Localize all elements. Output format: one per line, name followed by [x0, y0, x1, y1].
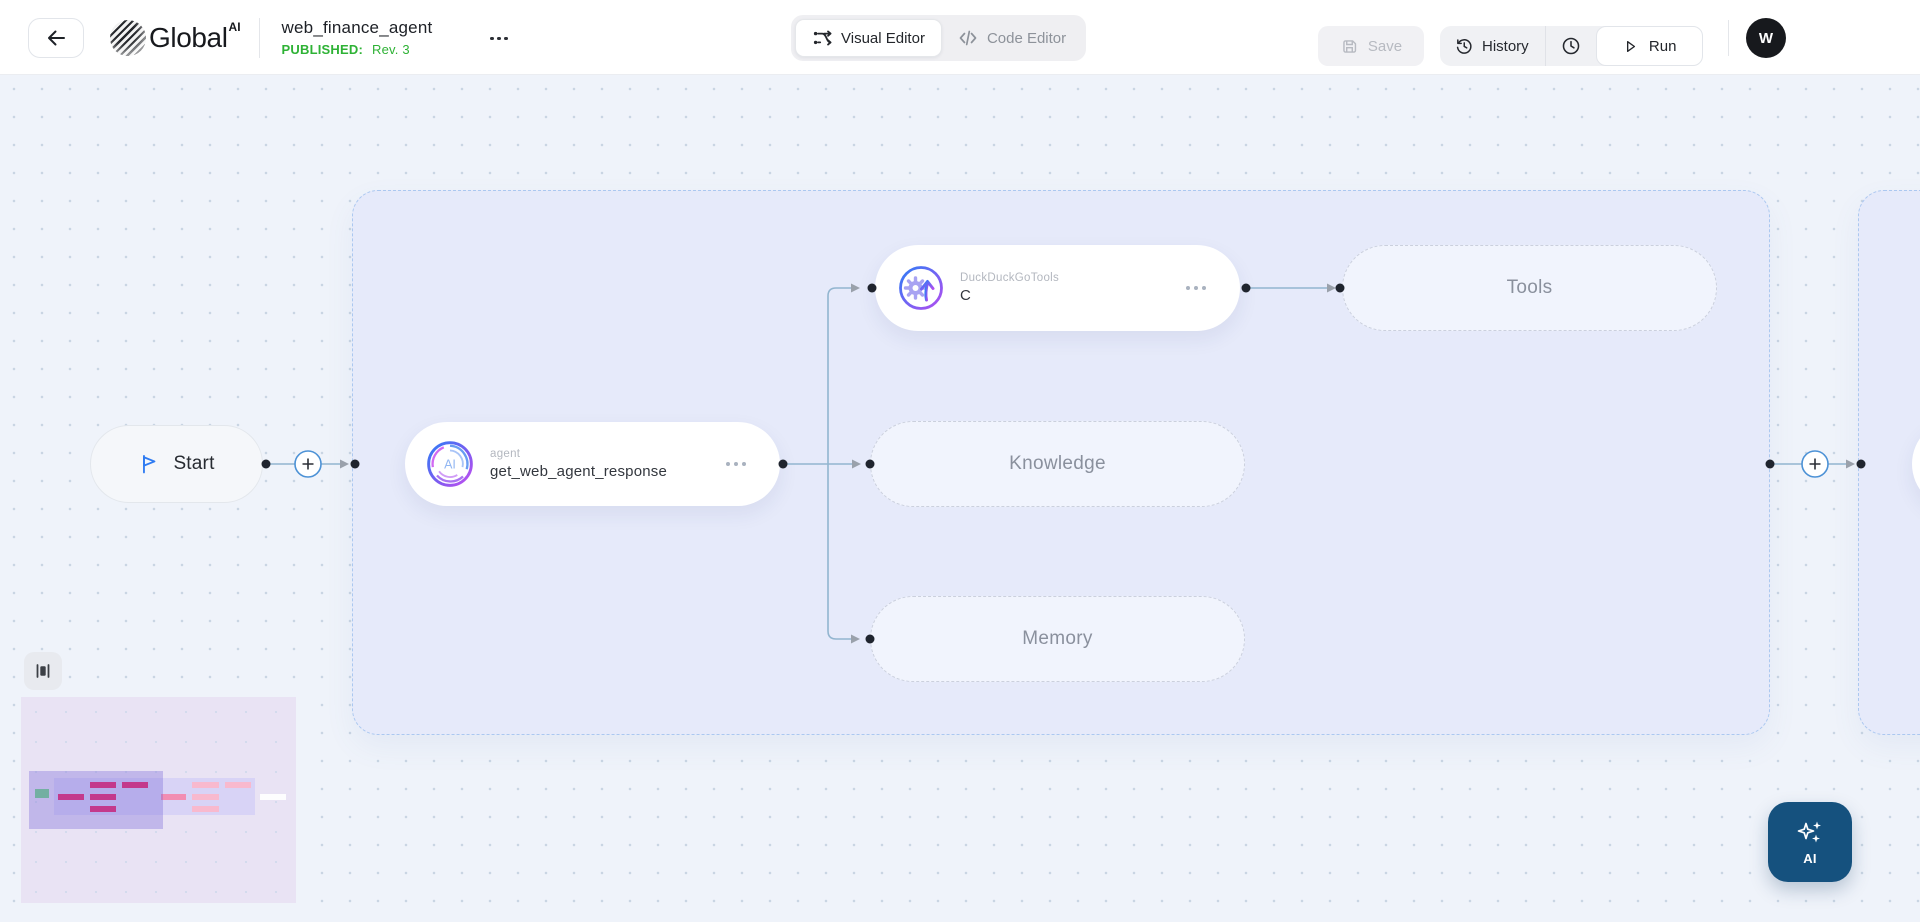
minimap-node [122, 782, 148, 788]
duck-node-menu-ellipsis-icon[interactable] [1186, 286, 1206, 290]
save-button[interactable]: Save [1318, 26, 1424, 66]
editor-tab-group: Visual Editor Code Editor [791, 15, 1087, 61]
history-button[interactable]: History [1440, 26, 1545, 66]
ai-assistant-label: AI [1803, 851, 1817, 866]
right-group-container[interactable] [1858, 190, 1920, 735]
back-button[interactable] [28, 17, 84, 58]
knowledge-label: Knowledge [1009, 453, 1106, 474]
workflow-title-block: web_finance_agent PUBLISHED: Rev. 3 [282, 18, 433, 57]
minimap-node [90, 794, 116, 800]
run-label: Run [1648, 37, 1677, 55]
logo-sphere-icon [110, 19, 146, 56]
node-agent[interactable]: AI agent get_web_agent_response [405, 422, 780, 506]
header-divider-right [1728, 20, 1729, 56]
agent-swirl-icon: AI [427, 441, 473, 487]
minimap-node [90, 782, 116, 788]
minimap[interactable] [21, 697, 296, 903]
minimap-node [192, 782, 219, 788]
clock-icon [1562, 37, 1579, 55]
status-label: PUBLISHED: [281, 42, 363, 57]
code-icon [959, 30, 977, 46]
node-memory-placeholder[interactable]: Memory [870, 596, 1245, 682]
schedule-button[interactable] [1546, 26, 1596, 66]
minimap-start-node [35, 789, 49, 798]
minimap-node [260, 794, 286, 800]
save-icon [1343, 39, 1357, 53]
ai-assistant-button[interactable]: AI [1768, 802, 1852, 882]
duck-node-type: DuckDuckGoTools [960, 272, 1060, 284]
history-label: History [1482, 37, 1529, 55]
node-start[interactable]: Start [90, 425, 263, 503]
agent-node-name: get_web_agent_response [490, 463, 668, 480]
svg-text:AI: AI [444, 458, 456, 472]
minimap-toggle-icon [36, 664, 50, 678]
minimap-group-rect [54, 778, 255, 815]
node-knowledge-placeholder[interactable]: Knowledge [870, 421, 1245, 507]
header-left: Global AI web_finance_agent PUBLISHED: Re… [28, 0, 508, 75]
action-group-divider [1544, 26, 1546, 66]
history-icon [1456, 39, 1472, 54]
agent-node-type: agent [490, 448, 521, 460]
brand-name: Global [149, 21, 228, 53]
tab-code-editor[interactable]: Code Editor [942, 19, 1082, 57]
duckduckgotools-icon [899, 266, 943, 310]
revision-label: Rev. 3 [372, 42, 410, 57]
save-label: Save [1367, 37, 1403, 55]
minimap-node [58, 794, 84, 800]
minimap-toggle-button[interactable] [24, 652, 62, 690]
workflow-icon [813, 30, 832, 46]
duck-node-texts: DuckDuckGoTools C [960, 272, 1059, 304]
play-icon [1626, 40, 1635, 52]
toolbar-action-group: History Run [1440, 26, 1703, 66]
duck-node-name: C [960, 287, 972, 304]
workflow-status: PUBLISHED: Rev. 3 [282, 42, 433, 57]
app-logo: Global AI [110, 18, 241, 58]
minimap-node [161, 794, 186, 800]
tab-visual-editor[interactable]: Visual Editor [795, 19, 942, 57]
minimap-node [225, 782, 251, 788]
workflow-canvas[interactable]: Start AI agent get_web_agent_response [0, 75, 1920, 922]
run-button[interactable]: Run [1595, 26, 1703, 66]
minimap-node [90, 806, 116, 812]
agent-node-texts: agent get_web_agent_response [490, 448, 667, 480]
workflow-title: web_finance_agent [281, 18, 433, 37]
tab-visual-editor-label: Visual Editor [841, 29, 925, 47]
tab-code-editor-label: Code Editor [986, 29, 1067, 47]
back-arrow-icon [48, 30, 65, 45]
tools-label: Tools [1506, 277, 1553, 298]
node-tools-placeholder[interactable]: Tools [1342, 245, 1717, 331]
header: Global AI web_finance_agent PUBLISHED: Re… [0, 0, 1920, 75]
flag-icon [143, 455, 156, 474]
minimap-node [192, 794, 219, 800]
agent-node-menu-ellipsis-icon[interactable] [726, 462, 746, 466]
minimap-viewport-rect[interactable] [29, 771, 163, 829]
user-avatar[interactable]: W [1746, 18, 1786, 58]
header-divider [258, 17, 260, 58]
brand-superscript: AI [228, 19, 241, 34]
memory-label: Memory [1022, 628, 1093, 649]
start-node-label: Start [173, 453, 215, 474]
sparkles-icon [1797, 821, 1821, 843]
minimap-node [192, 806, 219, 812]
node-right-partial[interactable] [1912, 419, 1920, 509]
node-duckduckgotools[interactable]: DuckDuckGoTools C [875, 245, 1240, 331]
workflow-menu-ellipsis-icon[interactable] [490, 36, 508, 41]
